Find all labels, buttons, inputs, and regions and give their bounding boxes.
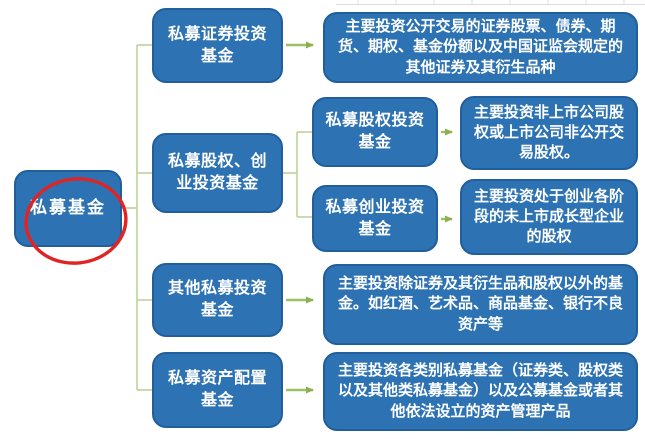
desc-securities-fund: 主要投资公开交易的证券股票、债券、期货、期权、基金份额以及中国证监会规定的其他证… xyxy=(323,12,638,83)
node-branch-label: 其他私募投资基金 xyxy=(167,280,267,319)
desc-venture-fund: 主要投资处于创业各阶段的未上市成长型企业的股权 xyxy=(460,179,638,255)
desc-other-fund: 主要投资除证券及其衍生品和股权以外的基金。如红酒、艺术品、商品基金、银行不良资产… xyxy=(323,264,638,345)
desc-asset-allocation-fund: 主要投资各类别私募基金（证券类、股权类以及其他类私募基金）以及公募基金或者其他依… xyxy=(323,352,638,431)
node-root-private-fund: 私募基金 xyxy=(14,170,122,247)
desc-equity-fund: 主要投资非上市公司股权或上市公司非公开交易股权。 xyxy=(460,96,638,170)
node-branch-label: 私募资产配置基金 xyxy=(167,370,267,409)
spreadsheet-gridlines xyxy=(336,0,645,5)
desc-text: 主要投资除证券及其衍生品和股权以外的基金。如红酒、艺术品、商品基金、银行不良资产… xyxy=(337,275,623,333)
node-branch-label: 私募股权、创业投资基金 xyxy=(167,153,267,192)
node-sub-equity-fund: 私募股权投资基金 xyxy=(312,97,438,167)
node-branch-equity-venture-fund: 私募股权、创业投资基金 xyxy=(152,133,283,213)
node-branch-asset-allocation-fund: 私募资产配置基金 xyxy=(152,352,283,428)
node-branch-label: 私募证券投资基金 xyxy=(167,25,267,65)
root-branch-tree xyxy=(122,44,312,391)
node-root-label: 私募基金 xyxy=(30,198,106,218)
node-sub-venture-fund: 私募创业投资基金 xyxy=(312,185,438,252)
description-arrows xyxy=(286,41,453,394)
node-sub-label: 私募股权投资基金 xyxy=(325,112,425,151)
node-branch-other-fund: 其他私募投资基金 xyxy=(152,263,283,337)
desc-text: 主要投资处于创业各阶段的未上市成长型企业的股权 xyxy=(473,187,624,246)
node-branch-securities-fund: 私募证券投资基金 xyxy=(152,8,283,83)
desc-text: 主要投资非上市公司股权或上市公司非公开交易股权。 xyxy=(473,103,624,162)
node-sub-label: 私募创业投资基金 xyxy=(325,198,425,238)
desc-text: 主要投资各类别私募基金（证券类、股权类以及其他类私募基金）以及公募基金或者其他依… xyxy=(337,362,623,420)
desc-text: 主要投资公开交易的证券股票、债券、期货、期权、基金份额以及中国证监会规定的其他证… xyxy=(337,18,623,76)
